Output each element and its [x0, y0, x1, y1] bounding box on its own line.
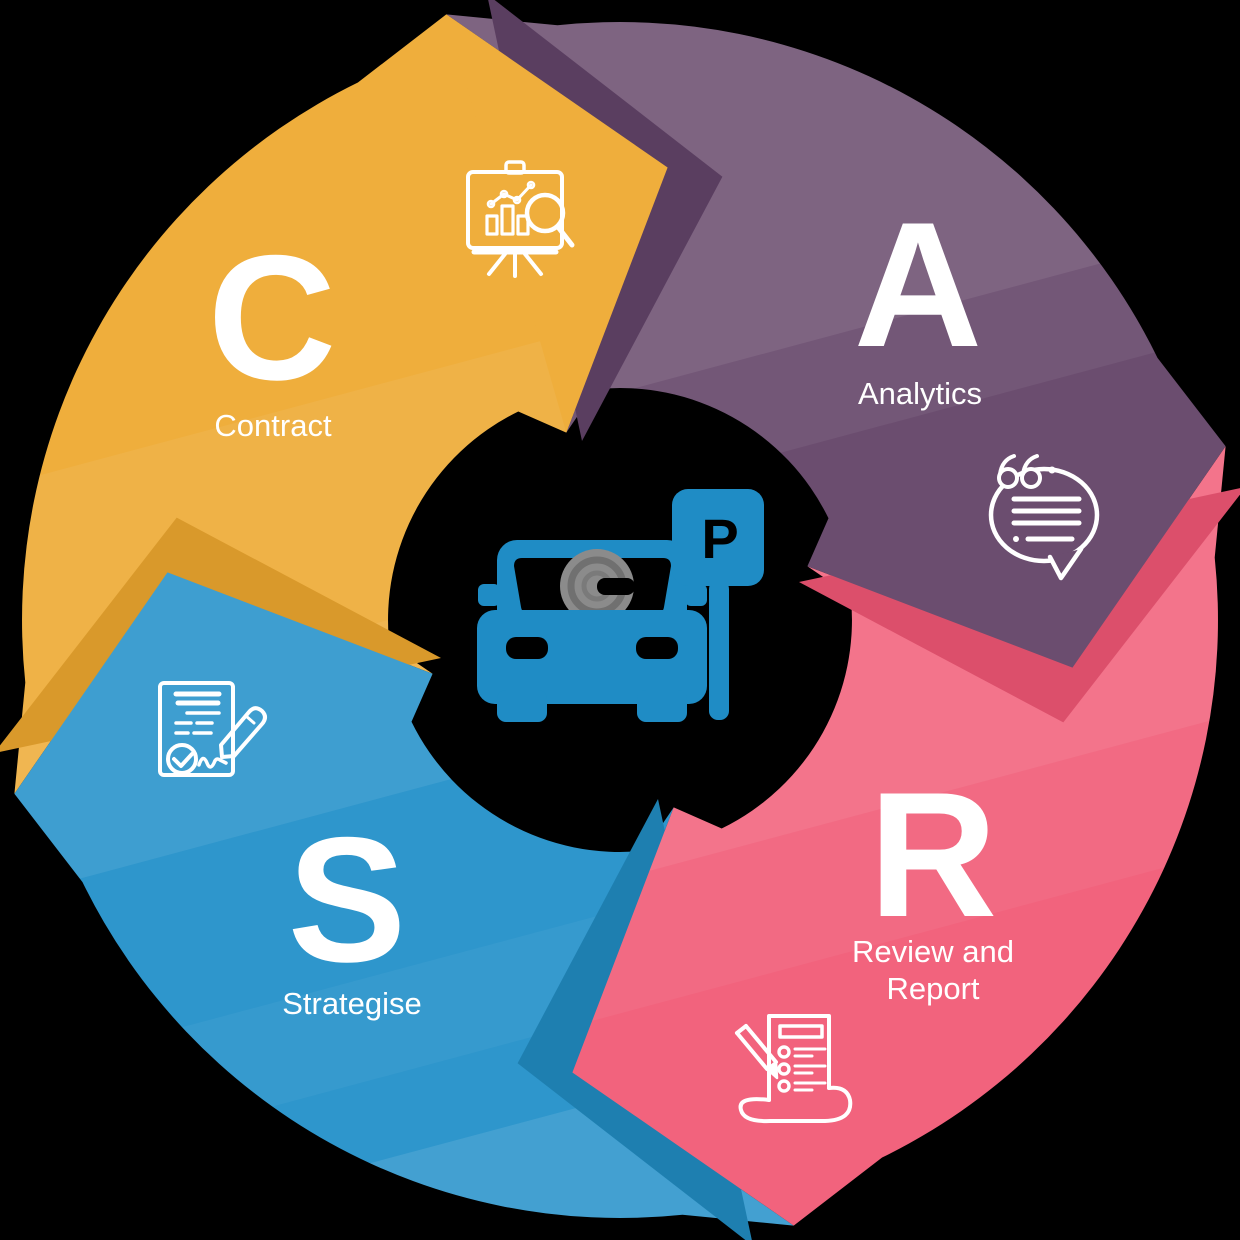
parking-sign-pole [709, 580, 729, 720]
checklist-pencil-icon [735, 1014, 853, 1124]
car-wheel-left [497, 690, 547, 722]
presentation-chart-magnifier-icon [466, 160, 575, 278]
parking-sign-icon: P [672, 489, 764, 720]
segment-label-review-line2: Report [886, 971, 979, 1006]
quote-speech-bubble-icon [988, 454, 1100, 581]
car-wheel-right [637, 690, 687, 722]
segment-letter-r: R [869, 755, 998, 954]
segment-letter-a: A [854, 185, 983, 384]
signature-squiggle [197, 756, 228, 769]
parking-sign-letter: P [701, 507, 738, 570]
segment-label-contract: Contract [214, 408, 332, 443]
segment-label-review-line1: Review and [852, 934, 1014, 969]
parking-sign-board [672, 489, 764, 586]
segment-arrow-review-report [572, 446, 1226, 1226]
check-circle-icon [166, 743, 198, 775]
segment-label-strategise: Strategise [282, 986, 422, 1021]
checklist-rows [777, 1045, 827, 1093]
contract-signature-pen-icon [158, 681, 267, 777]
segment-letter-c: C [208, 218, 337, 417]
car-mirror-left [478, 584, 500, 606]
segment-label-analytics: Analytics [858, 376, 982, 411]
segment-letter-s: S [288, 800, 407, 999]
magnifier-icon [524, 192, 566, 234]
car-headlight-left [506, 637, 548, 659]
segment-arrow-strategise [14, 572, 794, 1226]
pen-icon [219, 706, 267, 759]
car-body [477, 610, 707, 704]
pencil-icon [735, 1024, 779, 1080]
quote-marks-icon [997, 454, 1056, 489]
car-with-parking-sign-icon: P [477, 489, 764, 722]
car-mirror-right [685, 584, 707, 606]
segment-arrow-analytics [446, 14, 1226, 668]
car-headlight-right [636, 637, 678, 659]
